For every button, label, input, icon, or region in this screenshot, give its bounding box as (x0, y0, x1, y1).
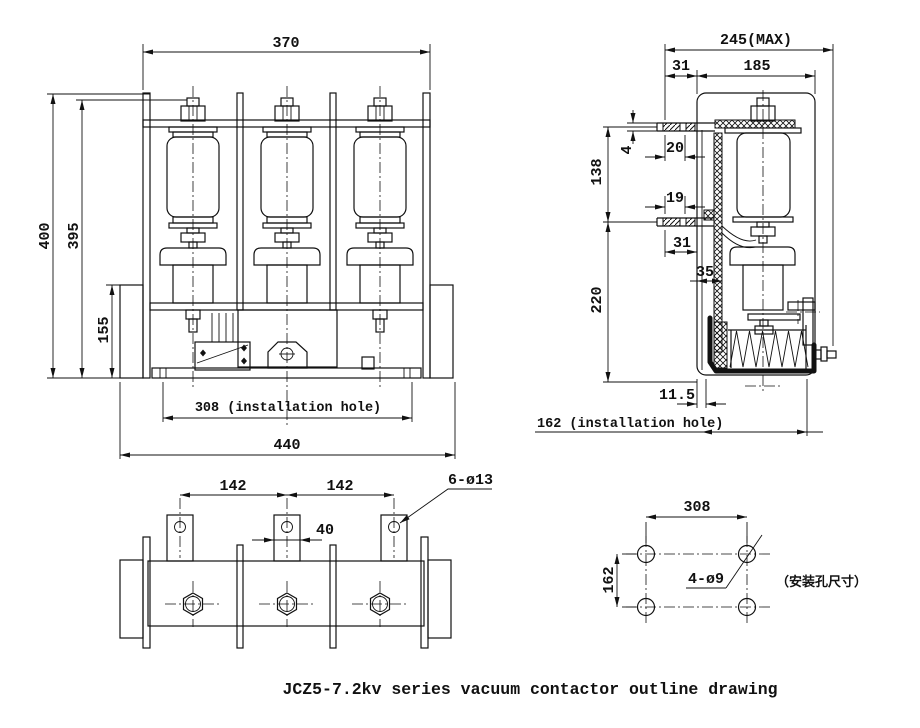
dim-side-4: 4 (619, 110, 659, 155)
vacuum-interrupter-pole-3 (346, 86, 414, 388)
top-insulation-plate (714, 119, 796, 129)
mounting-hole (636, 597, 656, 617)
dim-label-395: 395 (66, 222, 83, 249)
dim-label-138: 138 (589, 158, 606, 185)
callout-label-4-d9: 4-ø9 (688, 571, 724, 588)
dim-label-35: 35 (696, 264, 714, 281)
mounting-hole (737, 544, 757, 564)
side-body (696, 90, 820, 392)
front-base (119, 284, 454, 379)
bottom-structure (119, 536, 452, 649)
dim-side-245max: 245(MAX) (664, 32, 834, 346)
dim-label-142a: 142 (219, 478, 246, 495)
drawing-caption: JCZ5-7.2kv series vacuum contactor outli… (282, 680, 777, 699)
dim-label-245max: 245(MAX) (720, 32, 792, 49)
dim-label-400: 400 (37, 222, 54, 249)
dim-side-185: 185 (697, 58, 816, 94)
dim-label-440: 440 (273, 437, 300, 454)
dim-label-19: 19 (666, 190, 684, 207)
front-view: 370 400 395 155 308 (installation hole) (37, 35, 456, 459)
dim-label-mount-308: 308 (683, 499, 710, 516)
dim-side-31-lower: 31 (664, 230, 697, 257)
bottom-view: 142 142 40 6-ø13 (119, 472, 493, 649)
mounting-hole (636, 544, 656, 564)
dim-bottom-142a: 142 (180, 478, 287, 498)
dim-label-220: 220 (589, 286, 606, 313)
hex-nut-1 (165, 581, 221, 627)
dim-side-install-162: 162 (installation hole) (535, 379, 823, 436)
dim-side-35: 35 (690, 264, 722, 284)
dim-label-115: 11.5 (659, 387, 695, 404)
dim-front-install-308: 308 (installation hole) (162, 382, 413, 422)
side-interrupter (736, 132, 791, 218)
dim-label-370: 370 (272, 35, 299, 52)
dim-side-138: 138 (589, 126, 657, 223)
front-mechanism (185, 309, 388, 371)
mounting-hole (737, 597, 757, 617)
dim-side-220: 220 (589, 222, 697, 383)
dim-front-370: 370 (142, 35, 431, 90)
insulator (729, 246, 796, 266)
callout-6-d13: 6-ø13 (399, 472, 493, 524)
dim-side-115: 11.5 (659, 379, 726, 408)
terminal-tab-1 (166, 498, 194, 562)
dim-label-4: 4 (619, 145, 636, 154)
hex-nut-2 (259, 581, 315, 627)
dim-label-185: 185 (743, 58, 770, 75)
terminal-tab-3 (380, 498, 408, 562)
dim-front-395: 395 (66, 99, 187, 378)
vacuum-interrupter-pole-2 (253, 86, 321, 425)
flexible-connector (721, 225, 757, 242)
upper-terminal (656, 122, 715, 132)
dim-label-31-lower: 31 (673, 235, 691, 252)
lower-terminal (656, 217, 714, 227)
center-bracket (267, 341, 308, 369)
dim-label-40: 40 (316, 522, 334, 539)
dim-side-20: 20 (645, 135, 705, 161)
dim-front-155: 155 (96, 284, 123, 378)
hex-nut-3 (352, 581, 408, 627)
dim-front-400: 400 (37, 93, 150, 379)
callout-4-d9: 4-ø9 (686, 534, 763, 589)
dim-side-31-upper: 31 (665, 58, 698, 94)
dim-label-31-upper: 31 (672, 58, 690, 75)
pivot-marker (241, 344, 247, 352)
vacuum-interrupter-pole-1 (159, 86, 227, 388)
contact-spring (729, 330, 809, 368)
dim-mount-308: 308 (645, 499, 748, 543)
dim-label-20: 20 (666, 140, 684, 157)
dim-front-440: 440 (119, 382, 456, 459)
dim-side-19: 19 (645, 190, 705, 214)
side-view: 245(MAX) 31 185 4 20 (535, 32, 837, 436)
dim-label-142b: 142 (326, 478, 353, 495)
front-frame (142, 92, 431, 379)
terminal-tab-2 (273, 498, 301, 562)
mounting-hole-view: 308 162 4-ø9 （安装孔尺寸） (601, 499, 867, 623)
spring-base (707, 315, 837, 374)
dim-label-install-162: 162 (installation hole) (537, 417, 723, 432)
dim-bottom-40: 40 (252, 522, 334, 543)
pivot-marker (200, 349, 206, 357)
insulation-panel (713, 132, 723, 353)
dim-label-mount-162: 162 (601, 566, 618, 593)
pivot-marker (241, 357, 247, 365)
callout-label-6-d13: 6-ø13 (448, 472, 493, 489)
dim-label-install-308: 308 (installation hole) (195, 401, 381, 416)
dim-bottom-142b: 142 (287, 478, 394, 498)
mounting-note: （安装孔尺寸） (776, 574, 867, 590)
dim-mount-162: 162 (601, 553, 636, 608)
dim-label-155: 155 (96, 316, 113, 343)
